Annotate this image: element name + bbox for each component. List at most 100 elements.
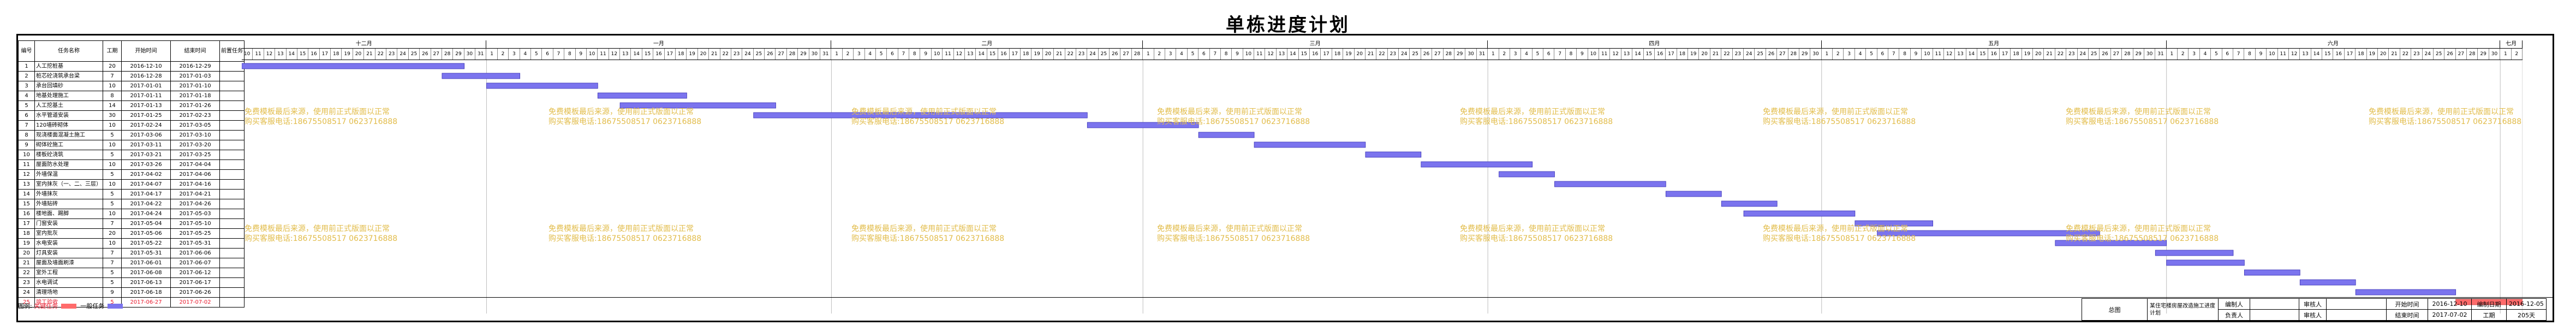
task-cell-id: 18 [18, 228, 35, 239]
task-cell-start: 2016-12-10 [121, 61, 171, 72]
task-cell-name: 外墙保温 [34, 169, 103, 180]
timeline-day: 12 [1610, 49, 1621, 60]
gantt-bar [442, 73, 521, 79]
task-cell-start: 2017-06-13 [121, 277, 171, 288]
info-responsible-value [2250, 309, 2299, 321]
timeline-day: 2 [2178, 49, 2189, 60]
timeline-day: 28 [787, 49, 798, 60]
info-start-value: 2016-12-10 [2428, 298, 2472, 310]
info-prepared-by-value [2250, 298, 2299, 310]
task-cell-start: 2017-02-24 [121, 120, 171, 131]
task-cell-pre [219, 140, 245, 150]
timeline-day: 9 [576, 49, 587, 60]
info-approver-value [2326, 309, 2387, 321]
task-cell-name: 人工挖桩基 [34, 61, 103, 72]
task-cell-end: 2017-01-26 [170, 101, 220, 111]
task-cell-id: 12 [18, 169, 35, 180]
task-cell-name: 地基处理施工 [34, 91, 103, 101]
gantt-bar [2299, 279, 2356, 286]
task-cell-end: 2017-04-21 [170, 189, 220, 199]
timeline-month: 三月 [1143, 40, 1488, 48]
timeline-day: 30 [1465, 49, 1477, 60]
gantt-bar [1087, 122, 1199, 128]
gantt-bar [1743, 210, 1856, 217]
timeline-day: 23 [731, 49, 743, 60]
timeline-day: 15 [1977, 49, 1989, 60]
task-cell-dur: 7 [103, 71, 122, 81]
timeline-day: 16 [1310, 49, 1321, 60]
task-cell-end: 2016-12-29 [170, 61, 220, 72]
timeline-day: 22 [720, 49, 731, 60]
timeline-day: 26 [1766, 49, 1778, 60]
timeline-day: 2 [1499, 49, 1510, 60]
timeline-day: 18 [1677, 49, 1689, 60]
gantt-bar [2166, 259, 2245, 266]
schedule-frame [16, 34, 2554, 322]
task-cell-id: 16 [18, 209, 35, 219]
task-cell-start: 2017-01-25 [121, 110, 171, 121]
timeline-day: 14 [287, 49, 297, 60]
task-cell-dur: 5 [103, 199, 122, 209]
timeline-day: 14 [1632, 49, 1644, 60]
timeline-day: 17 [665, 49, 676, 60]
task-cell-dur: 20 [103, 61, 122, 72]
task-cell-id: 1 [18, 61, 35, 72]
timeline-day: 24 [2423, 49, 2434, 60]
task-cell-pre [219, 101, 245, 111]
task-cell-pre [219, 120, 245, 131]
info-duration-label: 工期 [2471, 309, 2507, 321]
info-prepared-date-label: 编制日期 [2471, 298, 2507, 310]
task-cell-id: 22 [18, 268, 35, 278]
timeline-day: 14 [2311, 49, 2323, 60]
timeline-day: 23 [1076, 49, 1088, 60]
task-cell-id: 20 [18, 248, 35, 258]
timeline-day: 13 [1621, 49, 1633, 60]
watermark-text: 免费模板最后来源，使用前正式版面以正常购买客服电话:18675508517 06… [2066, 224, 2219, 244]
timeline-day: 18 [2356, 49, 2367, 60]
timeline-day: 20 [2378, 49, 2389, 60]
timeline-day: 10 [587, 49, 598, 60]
task-cell-end: 2017-06-12 [170, 268, 220, 278]
task-cell-dur: 7 [103, 248, 122, 258]
timeline-day: 25 [1099, 49, 1110, 60]
timeline-day: 27 [431, 49, 442, 60]
task-cell-pre [219, 169, 245, 180]
task-cell-id: 19 [18, 238, 35, 249]
timeline-day: 31 [820, 49, 832, 60]
timeline-day: 18 [1332, 49, 1344, 60]
timeline-day: 11 [1599, 49, 1611, 60]
gantt-bar [753, 112, 1088, 119]
timeline-day: 21 [1710, 49, 1722, 60]
timeline-day: 23 [1733, 49, 1744, 60]
timeline-day: 21 [1054, 49, 1065, 60]
timeline-day: 18 [676, 49, 687, 60]
timeline-day: 3 [1510, 49, 1522, 60]
task-cell-end: 2017-06-07 [170, 258, 220, 268]
watermark-text: 免费模板最后来源，使用前正式版面以正常购买客服电话:18675508517 06… [2066, 107, 2219, 127]
timeline-day: 13 [2300, 49, 2311, 60]
gantt-bar [2244, 269, 2300, 276]
timeline-day: 26 [765, 49, 776, 60]
timeline-day: 26 [2444, 49, 2456, 60]
task-cell-name: 室外工程 [34, 268, 103, 278]
task-cell-start: 2017-03-06 [121, 130, 171, 140]
watermark-line: 免费模板最后来源，使用前正式版面以正常 [1157, 224, 1302, 233]
task-cell-end: 2017-06-06 [170, 248, 220, 258]
timeline-day: 25 [1755, 49, 1766, 60]
timeline-day: 29 [453, 49, 464, 60]
timeline-day: 13 [275, 49, 287, 60]
watermark-line: 购买客服电话:18675508517 0623716888 [851, 117, 1005, 126]
task-cell-id: 13 [18, 179, 35, 190]
timeline-day: 19 [342, 49, 353, 60]
timeline-day: 27 [1432, 49, 1444, 60]
task-cell-id: 10 [18, 150, 35, 160]
watermark-line: 免费模板最后来源，使用前正式版面以正常 [548, 108, 694, 116]
timeline-day: 19 [2022, 49, 2034, 60]
task-cell-end: 2017-06-26 [170, 287, 220, 298]
